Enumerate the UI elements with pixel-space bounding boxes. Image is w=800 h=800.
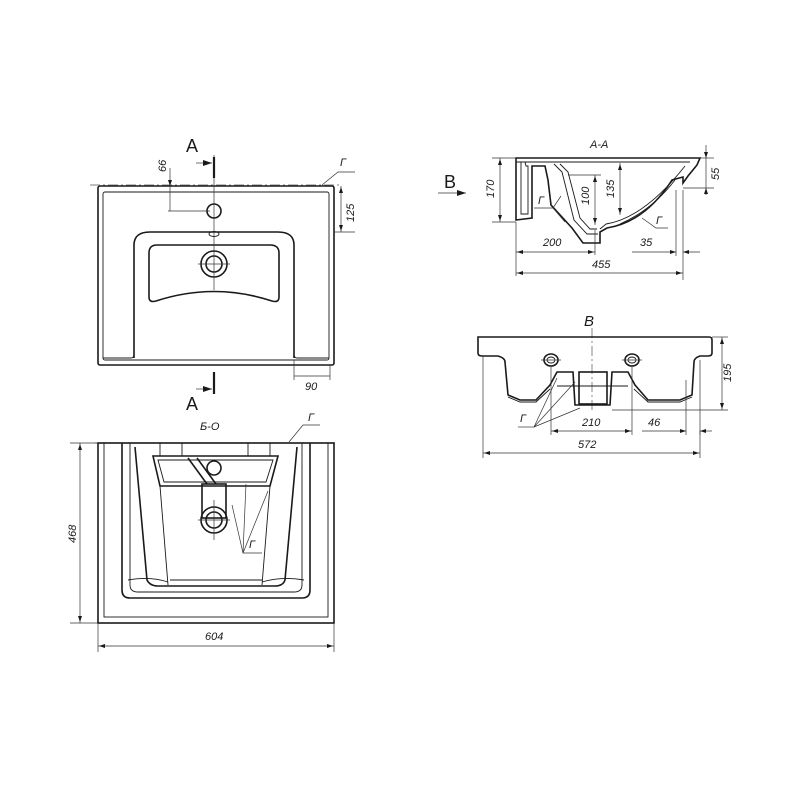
section-marker-a-bottom: A [186, 394, 198, 414]
bottom-view-label: Б-О [200, 421, 220, 433]
dim-604: 604 [205, 631, 223, 643]
dim-135: 135 [605, 179, 617, 198]
glaze-mark-section-left: Г [538, 195, 545, 207]
dim-35: 35 [640, 237, 653, 249]
dim-455: 455 [592, 259, 611, 271]
glaze-mark-bottom-inner: Г [249, 539, 256, 551]
dim-572: 572 [578, 439, 596, 451]
section-aa-title: А-А [589, 139, 608, 151]
view-b: B 195 Г 210 [477, 313, 734, 458]
top-view: A A 66 125 90 Г [90, 136, 357, 414]
view-b-arrow-label: B [444, 172, 456, 192]
dim-468: 468 [67, 524, 79, 543]
dim-200: 200 [542, 237, 562, 249]
dim-100: 100 [580, 186, 592, 205]
dim-125: 125 [345, 203, 357, 222]
glaze-mark-view-b: Г [520, 413, 527, 425]
glaze-mark-section-right: Г [656, 215, 663, 227]
dim-210: 210 [581, 417, 601, 429]
glaze-mark-bottom: Г [308, 412, 315, 424]
section-aa-view: А-А B 170 100 135 55 [438, 139, 722, 280]
section-marker-a-top: A [186, 136, 198, 156]
bottom-view: Б-О Г Г [67, 412, 335, 652]
view-b-title: B [584, 313, 594, 330]
dim-66: 66 [157, 159, 169, 172]
dim-90: 90 [305, 381, 318, 393]
dim-170: 170 [485, 179, 497, 198]
dim-55: 55 [710, 167, 722, 180]
glaze-mark-top: Г [340, 157, 347, 169]
dim-195: 195 [722, 363, 734, 382]
dim-46: 46 [648, 417, 661, 429]
